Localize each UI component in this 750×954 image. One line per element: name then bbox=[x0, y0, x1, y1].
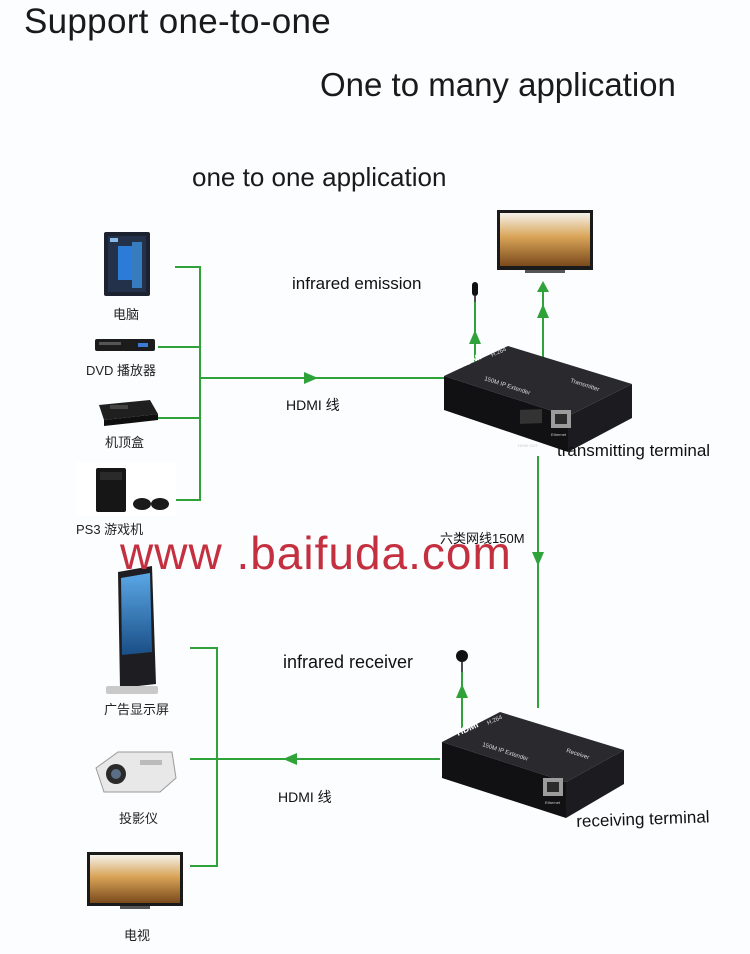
source-bracket bbox=[158, 266, 444, 501]
ir-receiver-label: infrared receiver bbox=[283, 652, 414, 672]
source-label-stb: 机顶盒 bbox=[105, 435, 145, 450]
bottom-tv-icon bbox=[87, 852, 183, 909]
ir-receiver-icon bbox=[456, 650, 468, 672]
watermark-url: www .baifuda.com bbox=[120, 527, 512, 579]
ir-emission-label: infrared emission bbox=[292, 274, 422, 293]
projector-icon bbox=[95, 751, 177, 793]
ir-recv-arrow bbox=[456, 684, 468, 698]
network-cable-label: 六类网线150M bbox=[440, 531, 525, 546]
cable-arrow bbox=[532, 552, 544, 566]
dvd-player-icon bbox=[95, 339, 155, 351]
rx-port-eth: Ethernet bbox=[545, 800, 561, 805]
display-label-kiosk: 广告显示屏 bbox=[104, 702, 170, 717]
ad-kiosk-icon bbox=[106, 566, 158, 694]
display-bracket bbox=[190, 647, 440, 867]
tx-port-hdmi: HDMI OUT bbox=[518, 443, 538, 448]
tx-port-eth: Ethernet bbox=[551, 432, 567, 437]
tv-top-arrowhead bbox=[537, 281, 549, 292]
source-label-dvd: DVD 播放器 bbox=[86, 363, 157, 378]
tv-top-arrow bbox=[537, 304, 549, 318]
top-tv-icon bbox=[497, 210, 593, 273]
display-label-projector: 投影仪 bbox=[119, 811, 159, 826]
source-label-pc: 电脑 bbox=[113, 307, 140, 322]
title-support: Support one-to-one bbox=[24, 2, 332, 41]
title-one-to-one: one to one application bbox=[192, 162, 447, 192]
title-one-to-many: One to many application bbox=[320, 66, 676, 103]
source-label-ps3: PS3 游戏机 bbox=[76, 522, 144, 537]
transmitting-terminal-label: transmitting terminal bbox=[557, 441, 711, 460]
display-label-tv: 电视 bbox=[124, 928, 151, 943]
transmitter-device bbox=[444, 346, 632, 452]
pc-tower-icon bbox=[104, 232, 150, 296]
receiver-device bbox=[442, 712, 624, 818]
ir-emit-arrow bbox=[469, 330, 481, 344]
set-top-box-icon bbox=[99, 400, 158, 426]
ir-emitter-icon bbox=[472, 282, 478, 302]
hdmi-out-label: HDMI 线 bbox=[278, 789, 332, 805]
hdmi-in-label: HDMI 线 bbox=[286, 397, 340, 413]
hdmi-in-arrow bbox=[304, 372, 318, 384]
ps3-console-icon bbox=[96, 468, 169, 512]
hdmi-out-arrow bbox=[283, 753, 297, 765]
